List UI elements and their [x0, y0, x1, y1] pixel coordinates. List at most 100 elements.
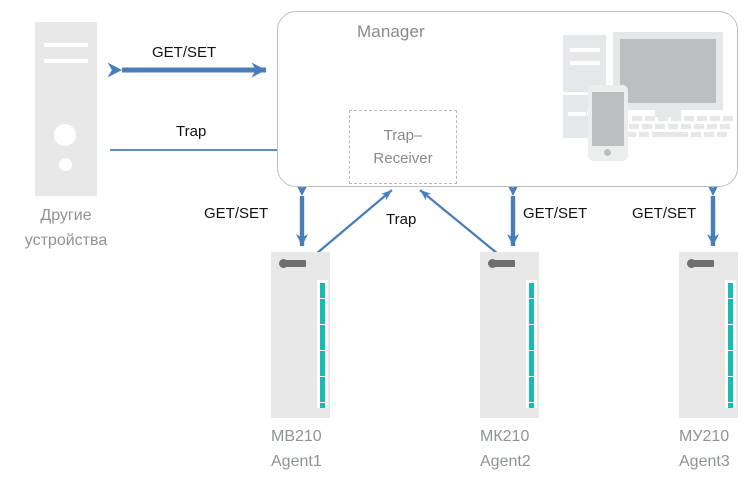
led-indicator — [728, 335, 733, 340]
agent1-caption: МВ210 Agent1 — [271, 424, 322, 474]
flow-label-trap-agents: Trap — [386, 211, 417, 228]
led-indicator — [529, 283, 534, 288]
led-indicator — [320, 319, 325, 325]
trap-receiver-label-line1: Trap– — [383, 127, 423, 144]
led-indicator — [728, 303, 733, 309]
agent1-model: МВ210 — [271, 428, 322, 445]
led-indicator — [728, 392, 733, 398]
led-indicator — [320, 355, 325, 361]
flow-label-getset-agent2: GET/SET — [523, 205, 588, 222]
led-indicator — [529, 381, 534, 387]
trap-receiver-label-line2: Receiver — [373, 150, 433, 167]
led-indicator — [320, 376, 325, 382]
led-indicator — [728, 314, 733, 320]
led-indicator — [529, 397, 534, 403]
led-indicator — [728, 293, 733, 299]
led-indicator — [728, 309, 733, 314]
led-indicator — [320, 324, 325, 330]
led-indicator — [320, 314, 325, 320]
led-indicator — [320, 335, 325, 340]
led-indicator — [529, 355, 534, 361]
led-indicator — [728, 361, 733, 366]
led-indicator — [529, 340, 534, 346]
led-indicator — [529, 309, 534, 314]
led-indicator — [728, 329, 733, 335]
agent2-model: МК210 — [480, 428, 530, 445]
agent1-module-icon — [271, 252, 330, 418]
trap-receiver-box: Trap– Receiver — [349, 110, 457, 184]
led-indicator — [320, 340, 325, 346]
led-indicator — [529, 329, 534, 335]
other-devices-caption-line2: устройства — [24, 232, 108, 249]
led-indicator — [529, 350, 534, 356]
agent3-led-strip — [725, 280, 736, 408]
led-indicator — [320, 288, 325, 294]
led-indicator — [529, 402, 534, 408]
led-indicator — [529, 298, 534, 304]
led-indicator — [529, 324, 534, 330]
led-indicator — [728, 381, 733, 387]
workstation-monitor-icon — [613, 32, 723, 110]
led-indicator — [320, 309, 325, 314]
other-devices-caption: Другие устройства — [6, 203, 126, 253]
workstation-monitor-stand — [655, 110, 681, 117]
led-indicator — [529, 376, 534, 382]
agent3-module-icon — [679, 252, 738, 418]
led-indicator — [728, 345, 733, 351]
led-indicator — [728, 366, 733, 372]
agent2-module-icon — [480, 252, 539, 418]
led-indicator — [320, 350, 325, 356]
led-indicator — [529, 335, 534, 340]
agent2-caption: МК210 Agent2 — [480, 424, 531, 474]
led-indicator — [529, 319, 534, 325]
led-indicator — [529, 387, 534, 392]
manager-title: Manager — [357, 22, 425, 41]
agent3-model: МУ210 — [679, 428, 730, 445]
agent2-led-strip — [526, 280, 537, 408]
led-indicator — [728, 376, 733, 382]
led-indicator — [728, 355, 733, 361]
led-indicator — [320, 387, 325, 392]
other-devices-caption-line1: Другие — [40, 207, 92, 224]
agent1-role: Agent1 — [271, 453, 322, 470]
led-indicator — [320, 293, 325, 299]
agent2-role: Agent2 — [480, 453, 531, 470]
led-indicator — [728, 298, 733, 304]
flow-label-getset-agent1: GET/SET — [204, 205, 269, 222]
led-indicator — [320, 361, 325, 366]
led-indicator — [320, 402, 325, 408]
led-indicator — [320, 345, 325, 351]
workstation-phone-icon — [588, 85, 628, 161]
led-indicator — [728, 387, 733, 392]
led-indicator — [529, 361, 534, 366]
led-indicator — [320, 283, 325, 288]
led-indicator — [728, 288, 733, 294]
led-indicator — [529, 293, 534, 299]
led-indicator — [529, 392, 534, 398]
flow-label-getset-agent3: GET/SET — [632, 205, 697, 222]
led-indicator — [320, 366, 325, 372]
led-indicator — [529, 366, 534, 372]
led-indicator — [728, 324, 733, 330]
led-indicator — [320, 381, 325, 387]
led-indicator — [529, 314, 534, 320]
led-indicator — [728, 397, 733, 403]
agent3-role: Agent3 — [679, 453, 730, 470]
led-indicator — [529, 345, 534, 351]
workstation-keyboard-icon — [626, 114, 738, 146]
led-indicator — [728, 319, 733, 325]
other-devices-tower-icon — [35, 22, 97, 196]
flow-label-getset-top: GET/SET — [152, 44, 217, 61]
led-indicator — [529, 288, 534, 294]
led-indicator — [320, 298, 325, 304]
led-indicator — [728, 402, 733, 408]
led-indicator — [529, 303, 534, 309]
led-indicator — [728, 350, 733, 356]
led-indicator — [529, 371, 534, 377]
led-indicator — [728, 340, 733, 346]
led-indicator — [320, 303, 325, 309]
flow-label-trap-top: Trap — [176, 123, 207, 140]
led-indicator — [320, 371, 325, 377]
led-indicator — [320, 392, 325, 398]
led-indicator — [728, 283, 733, 288]
